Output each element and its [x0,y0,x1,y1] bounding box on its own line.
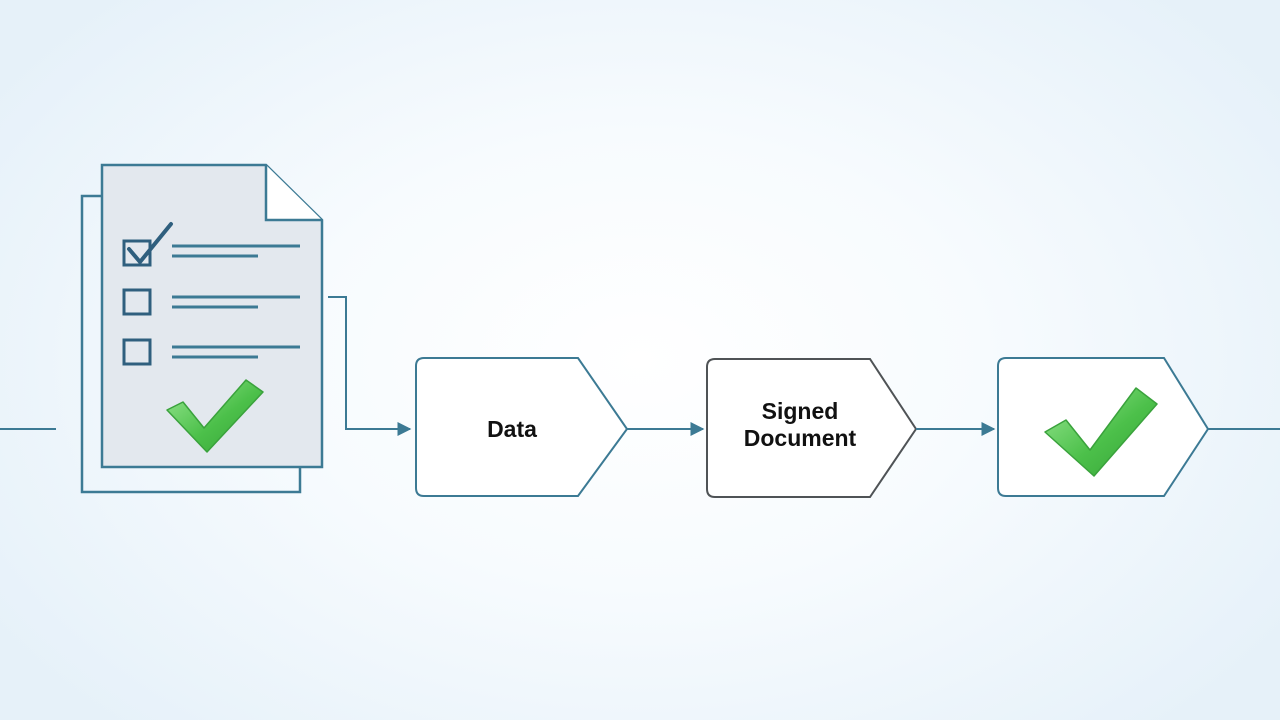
data-node[interactable] [415,357,629,497]
signed-document-label-line1: Signed [761,398,839,424]
checked-box-icon [122,222,173,267]
data-node-label: Data [487,416,537,442]
connector-arrow [328,296,412,436]
checkmark-icon [1044,387,1158,477]
checkmark-icon [166,379,264,453]
signed-document-node[interactable] [706,358,918,498]
signed-document-node-label: Signed Document [708,398,892,452]
unchecked-box-icon [122,288,152,316]
unchecked-box-icon [122,338,152,366]
checklist-document-icon [80,163,324,494]
verified-node[interactable] [997,357,1210,497]
signed-document-label-line2: Document [743,425,857,451]
